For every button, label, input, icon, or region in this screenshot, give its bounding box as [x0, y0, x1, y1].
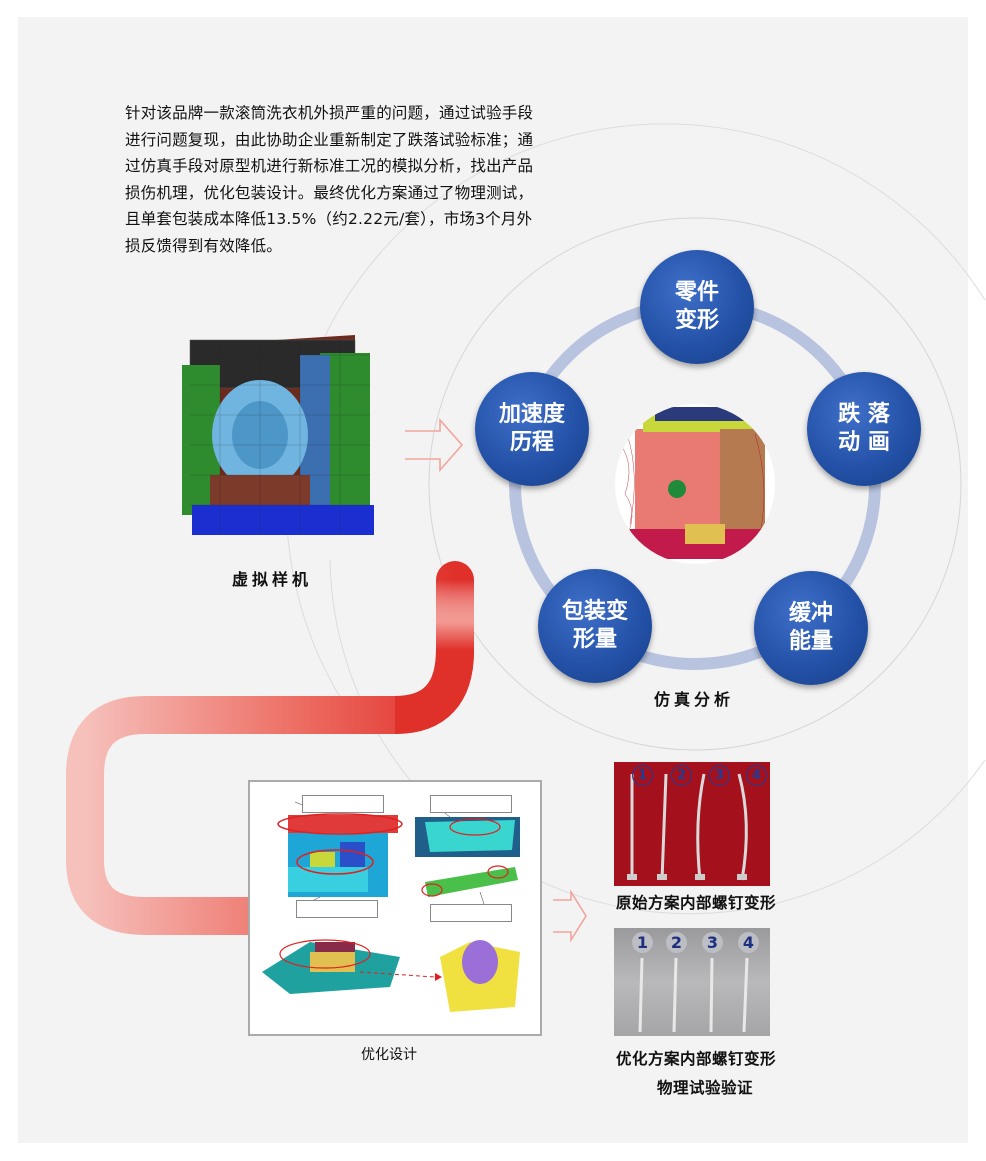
annotation-box [296, 900, 378, 918]
optimized-design-image [248, 780, 542, 1036]
optimized-design-caption: 优化设计 [361, 1047, 417, 1063]
outer-circle [428, 217, 962, 751]
intro-line: 进行问题复现，由此协助企业重新制定了跌落试验标准；通 [125, 130, 534, 149]
node-line: 零件 [674, 280, 719, 305]
node-line: 缓冲 [788, 601, 833, 626]
intro-line: 过仿真手段对原型机进行新标准工况的模拟分析，找出产品 [125, 157, 534, 175]
annotation-box [302, 795, 384, 813]
screw-number: 2 [671, 765, 692, 786]
node-acceleration-history: 加速度历程 [475, 372, 589, 486]
virtual-prototype-image [182, 335, 374, 535]
node-line: 形量 [572, 627, 617, 652]
optimized-screws-drawing [638, 957, 749, 1033]
node-drop-animation: 跌 落动 画 [807, 372, 921, 486]
arrow-outline-1 [405, 417, 464, 473]
screw-number: 3 [702, 932, 723, 953]
simulation-center-image [615, 404, 775, 564]
screw-number: 4 [746, 765, 767, 786]
arrow-outline-2 [553, 889, 587, 943]
node-package-deformation: 包装变形量 [538, 569, 652, 683]
original-screws-caption: 原始方案内部螺钉变形 [616, 894, 777, 912]
screw-number: 4 [738, 932, 759, 953]
simulation-caption: 仿真分析 [654, 690, 735, 709]
intro-line: 针对该品牌一款滚筒洗衣机外损严重的问题，通过试验手段 [125, 104, 534, 122]
optimized-screws-photo: 1 2 3 4 [614, 928, 770, 1036]
original-screws-photo: 1 2 3 4 [614, 762, 770, 886]
node-line: 动 画 [838, 430, 890, 455]
intro-line: 损反馈得到有效降低。 [125, 236, 283, 255]
node-line: 跌 落 [838, 402, 890, 427]
node-part-deformation: 零件变形 [640, 250, 754, 364]
screw-number: 1 [632, 932, 653, 953]
intro-line: 损伤机理，优化包装设计。最终优化方案通过了物理测试， [125, 183, 534, 202]
optimized-screws-caption: 优化方案内部螺钉变形 [616, 1050, 777, 1068]
original-screws-drawing [627, 773, 748, 881]
node-line: 历程 [509, 430, 554, 455]
node-cushion-energy: 缓冲能量 [754, 571, 868, 685]
node-line: 能量 [788, 629, 833, 654]
annotation-box [430, 795, 512, 813]
screw-number: 3 [709, 765, 730, 786]
virtual-prototype-caption: 虚拟样机 [232, 570, 313, 589]
screw-number: 2 [666, 932, 687, 953]
intro-line: 且单套包装成本降低13.5%（约2.22元/套），市场3个月外 [125, 210, 533, 228]
annotation-box [430, 904, 512, 922]
node-line: 变形 [674, 308, 719, 333]
optimized-design-diagram [262, 801, 520, 1012]
intro-paragraph: 针对该品牌一款滚筒洗衣机外损严重的问题，通过试验手段 进行问题复现，由此协助企业… [125, 100, 575, 259]
node-line: 加速度 [498, 402, 565, 427]
node-line: 包装变 [561, 599, 628, 624]
physical-test-caption: 物理试验验证 [657, 1079, 754, 1097]
screw-number: 1 [632, 765, 653, 786]
